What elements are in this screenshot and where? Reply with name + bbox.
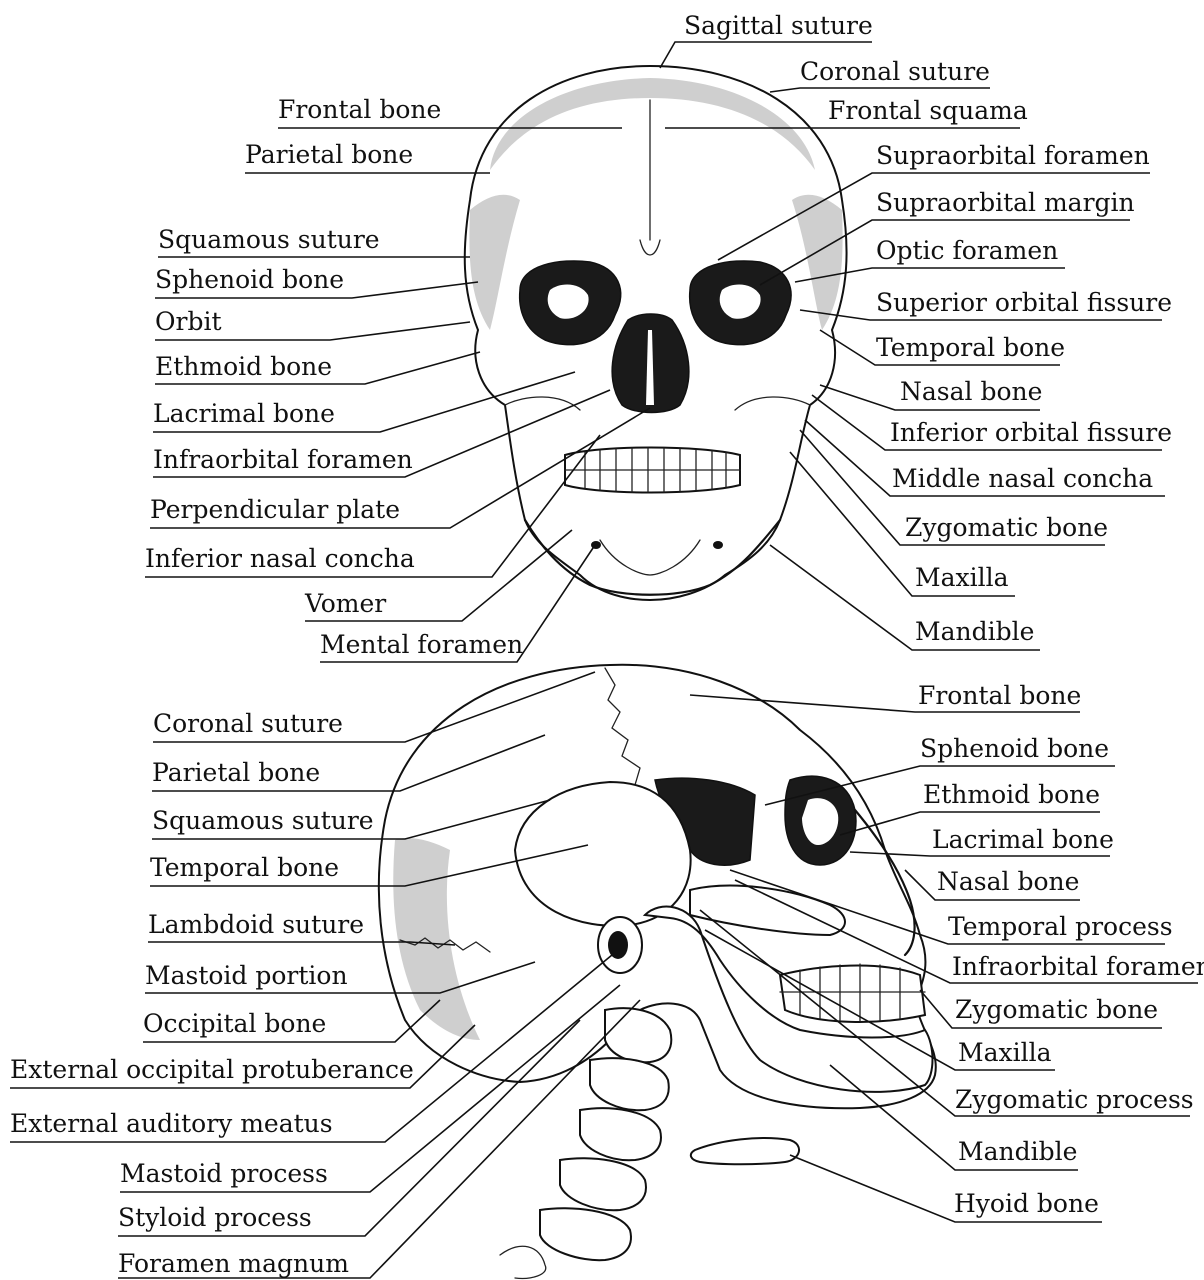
label-superior-orbital-fissure: Superior orbital fissure [876,288,1172,317]
label-parietal-bone-lateral: Parietal bone [152,758,320,787]
label-ethmoid-bone-lateral: Ethmoid bone [923,780,1100,809]
label-frontal-bone: Frontal bone [278,95,441,124]
label-supraorbital-foramen: Supraorbital foramen [876,141,1150,170]
label-nasal-bone: Nasal bone [900,377,1042,406]
label-mandible: Mandible [915,617,1034,646]
label-parietal-bone: Parietal bone [245,140,413,169]
label-vomer: Vomer [304,589,386,618]
label-mental-foramen: Mental foramen [320,630,523,659]
label-squamous-suture-lateral: Squamous suture [152,806,374,835]
label-mastoid-process: Mastoid process [120,1159,328,1188]
label-middle-nasal-concha: Middle nasal concha [892,464,1153,493]
label-foramen-magnum: Foramen magnum [118,1249,349,1278]
anterior-skull-drawing [465,66,847,600]
label-lacrimal-bone-lateral: Lacrimal bone [932,825,1114,854]
label-occipital-bone: Occipital bone [143,1009,326,1038]
label-lacrimal-bone: Lacrimal bone [153,399,335,428]
label-temporal-bone-lateral: Temporal bone [150,853,339,882]
label-sagittal-suture: Sagittal suture [684,11,873,40]
label-coronal-suture-lateral: Coronal suture [153,709,343,738]
label-squamous-suture: Squamous suture [158,225,380,254]
label-coronal-suture: Coronal suture [800,57,990,86]
label-frontal-squama: Frontal squama [828,96,1028,125]
label-inferior-orbital-fissure: Inferior orbital fissure [890,418,1172,447]
label-maxilla-lateral: Maxilla [958,1038,1052,1067]
label-zygomatic-process: Zygomatic process [955,1085,1194,1114]
label-maxilla: Maxilla [915,563,1009,592]
label-sphenoid-bone-lateral: Sphenoid bone [920,734,1109,763]
label-hyoid-bone: Hyoid bone [954,1189,1099,1218]
label-temporal-process: Temporal process [948,912,1173,941]
label-perpendicular-plate: Perpendicular plate [150,495,400,524]
label-inferior-nasal-concha: Inferior nasal concha [145,544,415,573]
label-infraorbital-foramen: Infraorbital foramen [153,445,413,474]
label-infraorbital-foramen-lateral: Infraorbital foramen [952,952,1204,981]
lateral-skull-drawing [379,665,936,1279]
label-zygomatic-bone: Zygomatic bone [905,513,1108,542]
label-optic-foramen: Optic foramen [876,236,1058,265]
label-ethmoid-bone: Ethmoid bone [155,352,332,381]
label-supraorbital-margin: Supraorbital margin [876,188,1135,217]
label-mandible-lateral: Mandible [958,1137,1077,1166]
label-frontal-bone-lateral: Frontal bone [918,681,1081,710]
label-external-occipital-protuberance: External occipital protuberance [10,1055,414,1084]
label-nasal-bone-lateral: Nasal bone [937,867,1079,896]
label-mastoid-portion: Mastoid portion [145,961,348,990]
label-external-auditory-meatus: External auditory meatus [10,1109,333,1138]
label-orbit: Orbit [155,307,222,336]
label-lambdoid-suture: Lambdoid suture [148,910,364,939]
label-temporal-bone: Temporal bone [876,333,1065,362]
label-zygomatic-bone-lateral: Zygomatic bone [955,995,1158,1024]
label-styloid-process: Styloid process [118,1203,312,1232]
label-sphenoid-bone: Sphenoid bone [155,265,344,294]
